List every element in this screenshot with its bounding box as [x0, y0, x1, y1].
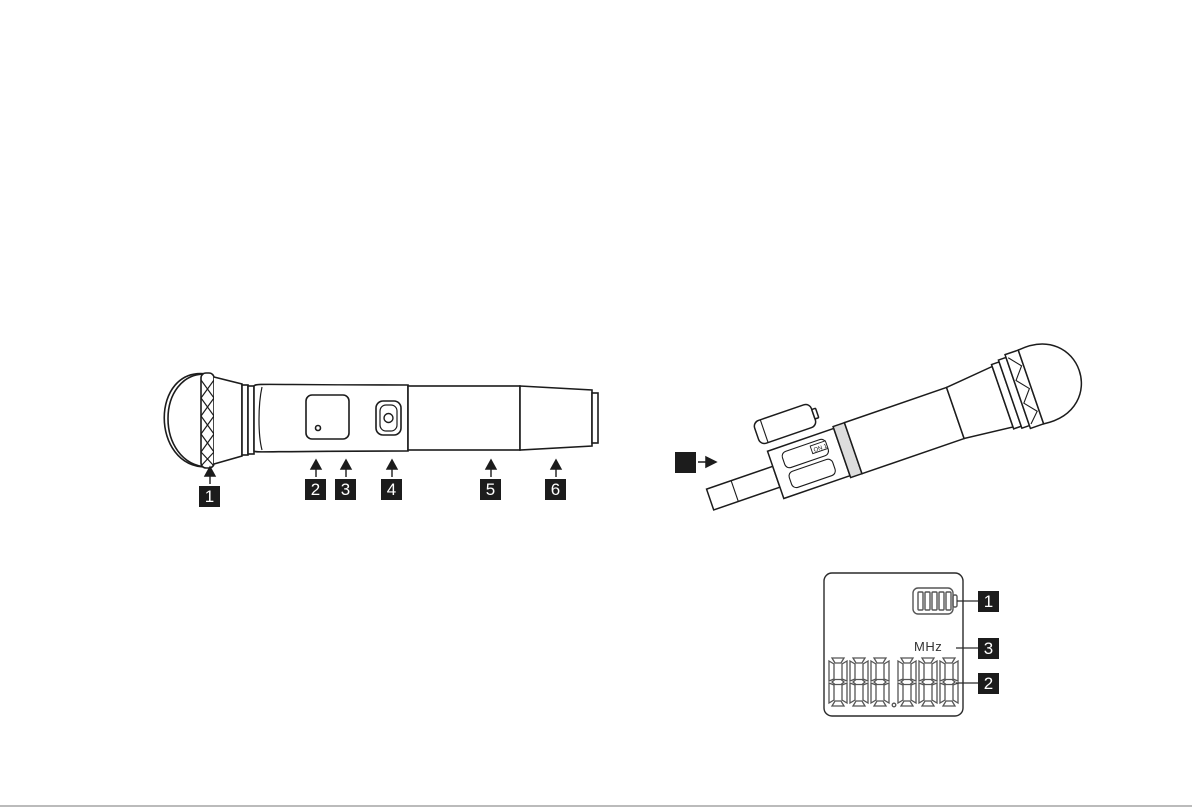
lcd-display-panel	[824, 573, 978, 716]
switch-cover-plate	[306, 395, 349, 439]
mic-battery-compartment	[408, 386, 520, 450]
microphone-front-view	[164, 373, 598, 484]
callout-grille: 1	[199, 486, 220, 507]
mic-neck	[214, 377, 242, 464]
microphone-battery-view: ON 1	[697, 333, 1092, 535]
callout-battery-indicator: 1	[978, 591, 999, 612]
callout-battery-compartment: 5	[480, 479, 501, 500]
battery-chassis	[707, 466, 780, 510]
page-bottom-rule	[0, 805, 1192, 807]
unit-label: MHz	[914, 639, 942, 654]
callout-power-button: 4	[381, 479, 402, 500]
callout-frequency: 2	[978, 673, 999, 694]
mic-bottom-cap	[520, 386, 592, 450]
callout-bottom-cap: 6	[545, 479, 566, 500]
callout-switch: 3	[335, 479, 356, 500]
callout-cover-plate: 2	[305, 479, 326, 500]
mic-body-tube	[844, 387, 964, 473]
callout-unit-label: 3	[978, 638, 999, 659]
callout-battery-step	[675, 452, 696, 473]
insert-arrow	[698, 457, 716, 467]
